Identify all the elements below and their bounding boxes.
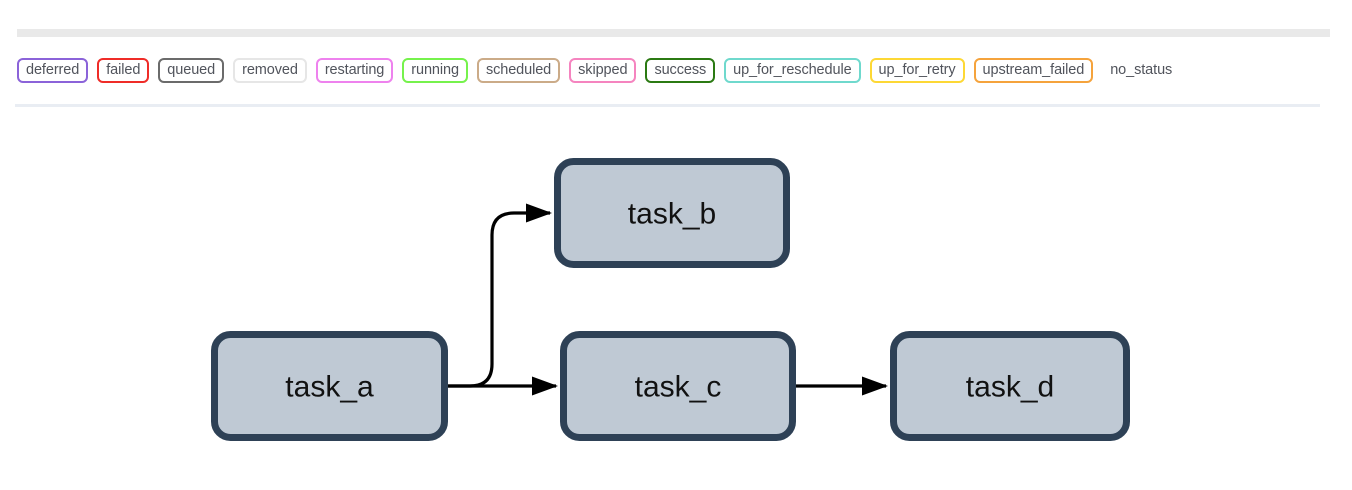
legend-item-restarting[interactable]: restarting — [315, 57, 394, 83]
edge-task-a-task-b[interactable] — [448, 211, 550, 388]
dag-node-task-d[interactable]: task_d — [890, 331, 1130, 441]
node-label: task_b — [628, 198, 716, 231]
legend-item-no-status[interactable]: no_status — [1102, 57, 1182, 83]
node-label: task_d — [966, 371, 1054, 404]
legend-item-success[interactable]: success — [645, 57, 716, 83]
node-box — [890, 331, 1130, 441]
legend-item-up-for-reschedule[interactable]: up_for_reschedule — [724, 57, 861, 83]
node-layer: task_a task_b task_c task_d — [211, 158, 1130, 441]
legend-item-deferred[interactable]: deferred — [17, 57, 89, 83]
dag-graph-svg: task_a task_b task_c task_d — [211, 158, 1130, 441]
legend-item-skipped[interactable]: skipped — [569, 57, 637, 83]
dag-graph-canvas[interactable]: task_a task_b task_c task_d — [0, 118, 1352, 490]
dag-node-task-c[interactable]: task_c — [560, 331, 796, 441]
node-box — [554, 158, 790, 268]
legend-item-upstream-failed[interactable]: upstream_failed — [973, 57, 1094, 83]
node-label: task_a — [285, 371, 374, 404]
legend-item-up-for-retry[interactable]: up_for_retry — [869, 57, 965, 83]
legend-item-queued[interactable]: queued — [158, 57, 225, 83]
legend-item-removed[interactable]: removed — [233, 57, 307, 83]
node-label: task_c — [635, 371, 722, 404]
edge-layer — [448, 203, 888, 396]
node-box — [560, 331, 796, 441]
legend-separator — [15, 104, 1320, 107]
legend-item-running[interactable]: running — [402, 57, 468, 83]
legend-item-failed[interactable]: failed — [97, 57, 150, 83]
horizontal-scroll-track[interactable] — [17, 29, 1330, 37]
dag-node-task-b[interactable]: task_b — [554, 158, 790, 268]
arrowhead-task-c — [532, 376, 558, 396]
legend-item-scheduled[interactable]: scheduled — [476, 57, 561, 83]
task-status-legend: deferred failed queued removed restarting run… — [17, 52, 1335, 88]
dag-node-task-a[interactable]: task_a — [211, 331, 448, 441]
node-box — [211, 331, 448, 441]
arrowhead-task-b — [526, 203, 552, 223]
arrowhead-task-d — [862, 376, 888, 396]
